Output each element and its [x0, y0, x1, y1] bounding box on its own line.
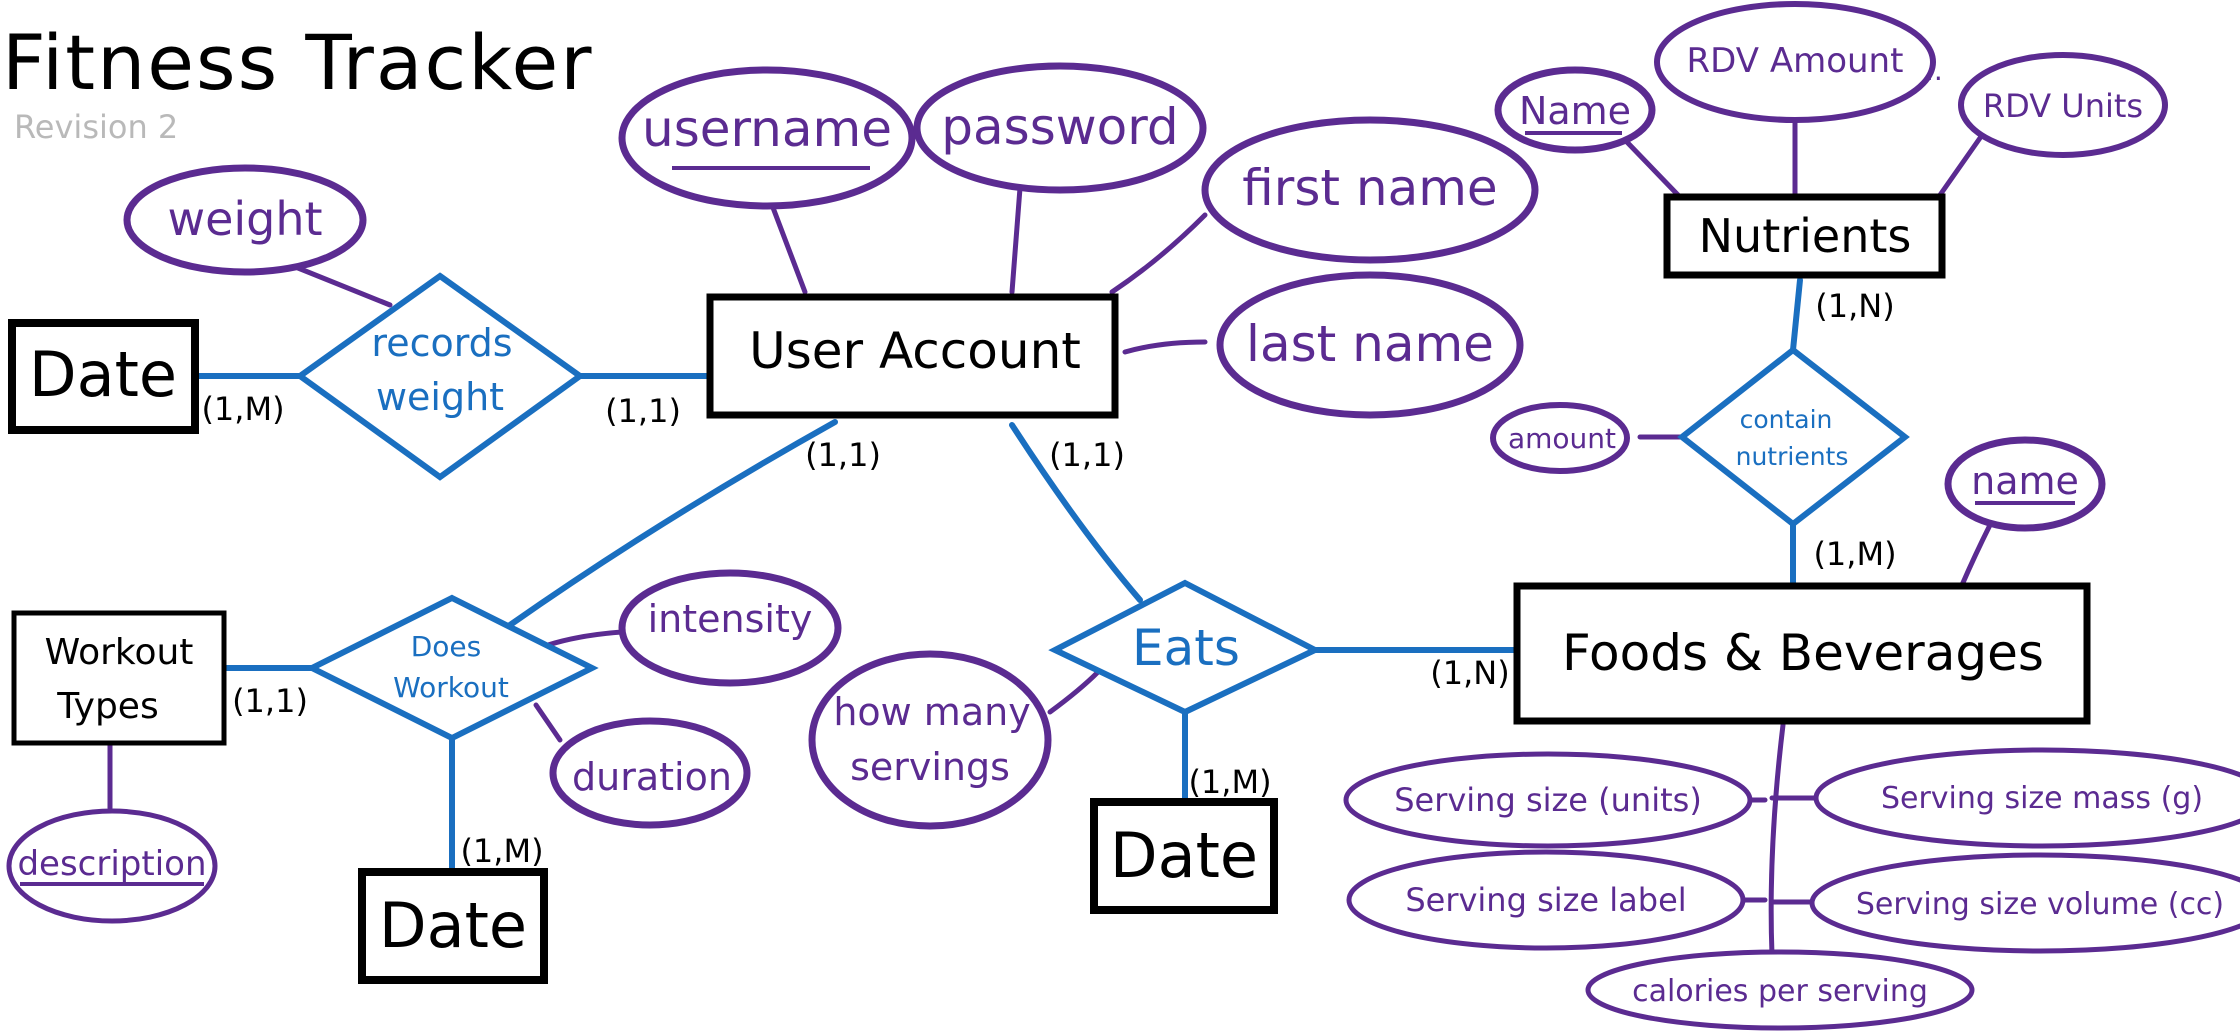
attribute-last-name-label: last name: [1246, 315, 1494, 373]
connector-food-trunk: [1768, 722, 1786, 958]
attribute-amount[interactable]: amount: [1490, 402, 1630, 474]
entity-date-workout[interactable]: Date: [358, 868, 548, 984]
connector-rdv-units: [1937, 135, 1983, 198]
connector-password: [1009, 185, 1023, 295]
attribute-first-name-label: first name: [1242, 159, 1497, 217]
attribute-rdv-units[interactable]: RDV Units: [1958, 52, 2168, 158]
entity-nutrients[interactable]: Nutrients: [1663, 193, 1946, 279]
connector-username: [769, 202, 808, 295]
cardinality-date-records: (1,M): [201, 390, 284, 428]
entity-date-eats[interactable]: Date: [1090, 798, 1278, 914]
attribute-nutrient-name[interactable]: Name: [1494, 66, 1656, 154]
attributes: username password first name last name w…: [6, 1, 2240, 1031]
relationship-eats[interactable]: Eats: [1048, 579, 1322, 716]
cardinality-user-records: (1,1): [605, 392, 681, 430]
relationships: records weight Does Workout Eats contain…: [294, 272, 1910, 742]
relationship-contain-nutrients[interactable]: contain nutrients: [1677, 346, 1910, 528]
relationship-connectors: [192, 277, 1803, 873]
connector-intensity: [545, 629, 625, 648]
attribute-rdv-units-label: RDV Units: [1983, 87, 2143, 125]
attribute-weight-label: weight: [167, 192, 322, 246]
cardinality-date-eats: (1,M): [1188, 763, 1271, 801]
cardinality-foods-contain: (1,M): [1813, 535, 1896, 573]
connector-servings: [1047, 669, 1101, 715]
attribute-nutrient-name-label: Name: [1519, 89, 1631, 133]
entity-date-eats-label: Date: [1110, 819, 1258, 892]
relationship-eats-label: Eats: [1132, 619, 1240, 677]
attribute-serving-size-label-label: Serving size label: [1405, 881, 1686, 919]
attribute-serving-size-mass-label: Serving size mass (g): [1881, 781, 2203, 816]
entity-foods-beverages[interactable]: Foods & Beverages: [1513, 582, 2091, 725]
connector-user-eats: [1009, 422, 1143, 603]
cardinality-labels: (1,M) (1,1) (1,1) (1,1) (1,1) (1,M) (1,M…: [201, 287, 1896, 870]
entity-date-weight-label: Date: [29, 338, 177, 411]
attribute-serving-size-units-label: Serving size (units): [1394, 781, 1702, 819]
relationship-records-weight-line2: weight: [376, 375, 504, 419]
attribute-amount-label: amount: [1508, 422, 1616, 455]
attribute-serving-size-label[interactable]: Serving size label: [1346, 849, 1746, 951]
connector-weight: [295, 265, 393, 308]
entities: User Account Date Workout Types Date Dat…: [8, 193, 2091, 984]
attribute-duration[interactable]: duration: [549, 717, 751, 829]
entity-user-account-label: User Account: [749, 322, 1081, 380]
relationship-contain-nutrients-line2: nutrients: [1736, 442, 1849, 471]
attribute-duration-label: duration: [572, 755, 732, 799]
attribute-rdv-amount-label: RDV Amount: [1687, 41, 1904, 81]
entity-foods-beverages-label: Foods & Beverages: [1562, 624, 2044, 682]
entity-nutrients-label: Nutrients: [1699, 209, 1912, 263]
cardinality-user-workout: (1,1): [805, 436, 881, 474]
attribute-servings-line2: servings: [850, 745, 1010, 789]
cardinality-types-workout: (1,1): [232, 682, 308, 720]
entity-workout-types-line1: Workout: [45, 632, 194, 673]
attribute-food-name[interactable]: name: [1944, 436, 2106, 532]
attribute-serving-size-units[interactable]: Serving size (units): [1343, 751, 1753, 849]
attribute-last-name[interactable]: last name: [1216, 271, 1524, 419]
diagram-title: Fitness Tracker: [2, 18, 594, 107]
attribute-username-label: username: [642, 100, 892, 158]
attribute-description[interactable]: description: [6, 808, 218, 924]
connector-nutrients-contain: [1790, 277, 1803, 353]
relationship-does-workout[interactable]: Does Workout: [305, 594, 599, 742]
attribute-calories-per-serving-label: calories per serving: [1632, 974, 1928, 1009]
attribute-username[interactable]: username: [618, 66, 916, 210]
connector-duration: [533, 702, 563, 743]
attribute-weight[interactable]: weight: [123, 164, 367, 276]
entity-date-weight[interactable]: Date: [8, 319, 199, 434]
connector-last-name: [1122, 339, 1208, 355]
connector-nutrient-name: [1622, 137, 1681, 198]
relationship-does-workout-line1: Does: [411, 630, 482, 663]
entity-date-workout-label: Date: [379, 889, 527, 962]
cardinality-nutrients-contain: (1,N): [1815, 287, 1894, 325]
cardinality-foods-eats: (1,N): [1430, 654, 1509, 692]
attribute-serving-size-volume[interactable]: Serving size volume (cc): [1809, 852, 2240, 954]
attribute-first-name[interactable]: first name: [1201, 116, 1539, 264]
entity-user-account[interactable]: User Account: [706, 293, 1119, 419]
attribute-serving-size-volume-label: Serving size volume (cc): [1856, 887, 2224, 922]
attribute-intensity-label: intensity: [648, 597, 813, 641]
attribute-rdv-amount[interactable]: RDV Amount: [1654, 1, 1936, 123]
relationship-contain-nutrients-line1: contain: [1740, 405, 1833, 434]
attribute-password-label: password: [941, 98, 1178, 156]
entity-workout-types[interactable]: Workout Types: [11, 610, 227, 746]
cardinality-user-eats: (1,1): [1049, 436, 1125, 474]
attribute-password[interactable]: password: [913, 62, 1207, 194]
diagram-subtitle: Revision 2: [14, 108, 179, 146]
relationship-records-weight-line1: records: [371, 321, 512, 365]
connector-first-name: [1109, 212, 1208, 295]
attribute-serving-size-mass[interactable]: Serving size mass (g): [1813, 747, 2240, 849]
attribute-how-many-servings[interactable]: how many servings: [808, 650, 1052, 830]
attribute-description-label: description: [17, 844, 206, 884]
attribute-calories-per-serving[interactable]: calories per serving: [1585, 949, 1975, 1031]
connector-user-workout: [507, 419, 838, 628]
cardinality-date-workout: (1,M): [460, 832, 543, 870]
relationship-does-workout-line2: Workout: [393, 671, 509, 704]
relationship-records-weight[interactable]: records weight: [294, 272, 586, 481]
connector-food-name: [1959, 522, 1993, 588]
attribute-servings-line1: how many: [833, 690, 1030, 734]
attribute-intensity[interactable]: intensity: [618, 569, 842, 687]
attribute-food-name-label: name: [1971, 459, 2079, 503]
entity-workout-types-line2: Types: [56, 686, 158, 727]
